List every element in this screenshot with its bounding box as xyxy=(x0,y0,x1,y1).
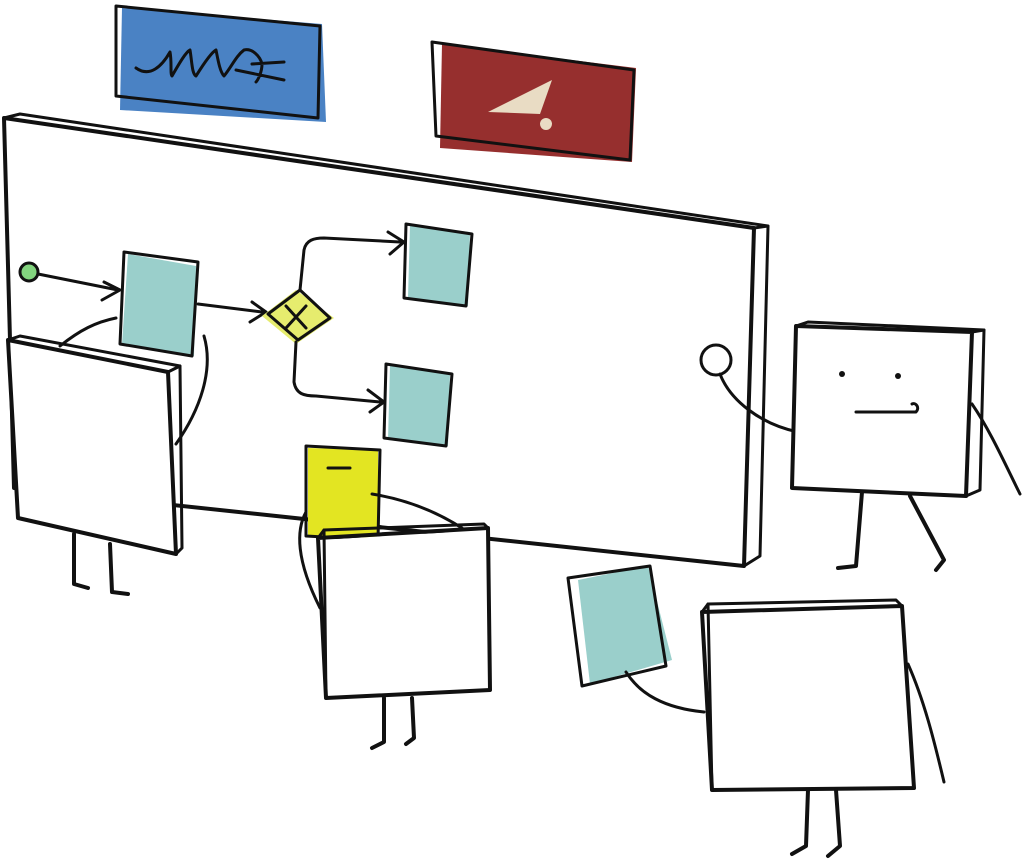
character-left xyxy=(6,316,209,596)
character-right xyxy=(718,320,1022,572)
blue-sign xyxy=(114,4,326,122)
signature-squiggle-icon xyxy=(134,48,286,84)
character-bottom-right xyxy=(566,564,946,858)
triangle-with-dot-icon xyxy=(488,80,552,130)
process-diagram xyxy=(18,222,733,448)
sequence-flow-arrow xyxy=(196,300,268,324)
character-face xyxy=(839,371,920,414)
yellow-note xyxy=(304,444,382,542)
start-event-circle-icon xyxy=(18,261,40,283)
sequence-flow-arrow xyxy=(36,272,122,302)
character-middle xyxy=(298,444,492,750)
end-event-circle-icon xyxy=(699,343,733,377)
task-note-1 xyxy=(118,250,200,358)
task-note-2 xyxy=(402,222,474,308)
teal-note xyxy=(566,564,672,688)
exclusive-gateway-x-icon xyxy=(262,288,334,344)
whiteboard xyxy=(2,112,770,568)
task-note-3 xyxy=(382,362,454,448)
sequence-flow-arrow xyxy=(298,230,406,292)
red-sign xyxy=(430,40,636,162)
